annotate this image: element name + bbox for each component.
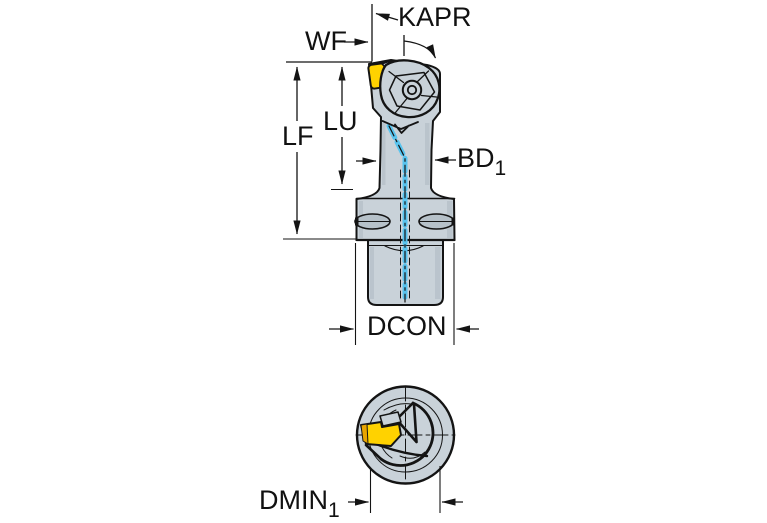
dcon-label: DCON — [367, 311, 447, 341]
coolant-center-line — [386, 123, 410, 305]
bd1-dimension — [356, 156, 456, 165]
kapr-label: KAPR — [398, 2, 472, 32]
bd1-label-text: BD — [457, 143, 495, 173]
front-view — [354, 59, 456, 306]
flange-slot-right — [418, 213, 455, 230]
flange-slot-left — [354, 213, 391, 230]
dcon-dimension — [329, 243, 479, 345]
clamp-screw-head — [401, 79, 423, 101]
lf-label: LF — [279, 121, 317, 152]
dmin1-label-subscript: 1 — [328, 499, 340, 523]
chip-deflector — [381, 120, 419, 134]
lu-label: LU — [320, 106, 361, 137]
dmin1-dimension — [348, 466, 463, 513]
dmin1-label-text: DMIN — [259, 485, 328, 515]
bd1-label-subscript: 1 — [494, 157, 507, 181]
wf-label: WF — [305, 26, 347, 56]
clamp-mechanism — [379, 59, 441, 134]
dmin1-label: DMIN1 — [259, 485, 340, 522]
kapr-angle-arc — [403, 40, 437, 59]
end-view-insert — [360, 421, 402, 447]
end-view — [355, 385, 456, 485]
bd1-label: BD1 — [457, 143, 506, 180]
crosshair-center-lines — [355, 386, 456, 484]
kapr-dimension — [375, 12, 437, 59]
kapr-leader-arrow — [375, 12, 399, 21]
